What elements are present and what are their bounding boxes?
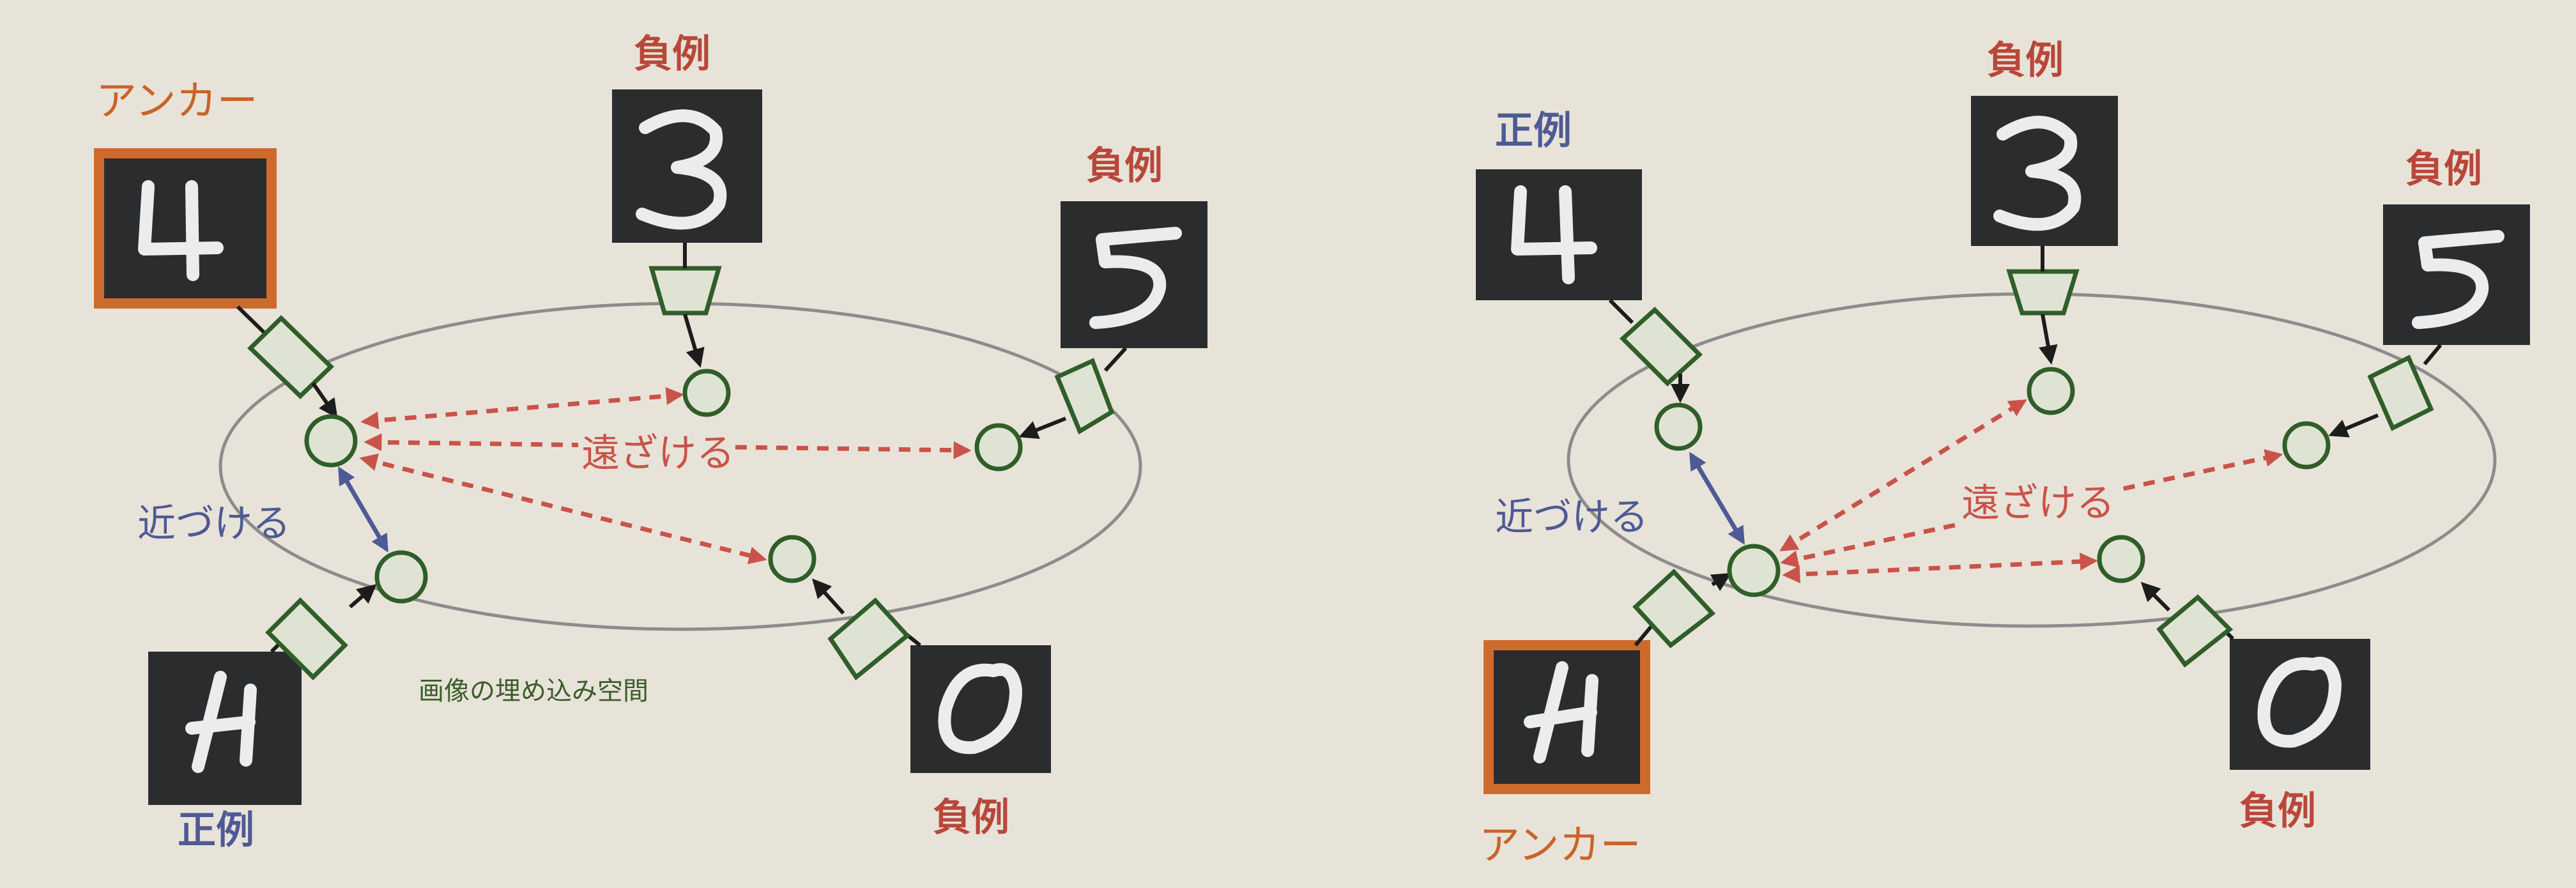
encoder-icon	[648, 266, 722, 316]
sample-negative-0: 負例	[768, 535, 1051, 840]
sample-negative-5: 負例	[974, 144, 1208, 471]
digit-image	[1476, 169, 1642, 300]
positive-embedding-point	[1654, 402, 1703, 451]
input-arrow	[236, 305, 267, 335]
negative-embedding-point	[2097, 535, 2145, 583]
positive-label: 正例	[178, 808, 254, 853]
sample-negative-5: 負例	[2282, 147, 2530, 470]
push-away-label: 遠ざける	[1961, 481, 2115, 526]
negative-label: 負例	[634, 32, 710, 77]
negative-label: 負例	[933, 795, 1009, 840]
encoder-icon	[2367, 355, 2434, 431]
sample-negative-0: 負例	[2097, 535, 2370, 834]
push-label-bg	[578, 422, 735, 476]
digit-5-glyph	[2412, 230, 2504, 329]
sample-positive: 正例	[148, 550, 428, 853]
negative-embedding-point	[2027, 367, 2075, 415]
sample-negative-3: 負例	[612, 32, 762, 417]
encoder-icon	[265, 597, 348, 680]
input-arrow	[1634, 625, 1653, 647]
encoder-icon	[2156, 594, 2234, 668]
anchor-frame	[1483, 640, 1650, 794]
digit-0-glyph	[2257, 657, 2342, 748]
push-away-arrow	[360, 387, 684, 430]
panel-right: 正例 アンカー 負例	[1476, 38, 2530, 869]
encoder-icon	[1054, 358, 1115, 435]
encoder-output-arrow	[1710, 572, 1732, 592]
negative-label: 負例	[2239, 789, 2316, 834]
encoder-output-arrow	[811, 578, 845, 615]
digit-3-glyph	[636, 109, 727, 230]
push-away-label: 遠ざける	[581, 431, 735, 476]
encoder-output-arrow	[683, 314, 705, 368]
encoder-output-arrow	[349, 584, 377, 609]
encoder-icon	[1632, 569, 1716, 648]
negative-embedding-point	[2282, 421, 2331, 470]
encoder-icon	[827, 597, 911, 681]
negative-label: 負例	[1086, 144, 1163, 188]
embedding-space-label: 画像の埋め込み空間	[418, 677, 648, 706]
input-arrow	[2423, 344, 2442, 365]
digit-image	[99, 153, 272, 303]
negative-label: 負例	[1987, 38, 2064, 83]
negative-label: 負例	[2405, 147, 2482, 192]
encoder-output-arrow	[2039, 314, 2058, 365]
anchor-frame	[94, 148, 277, 309]
sample-anchor: アンカー	[1479, 544, 1781, 869]
pull-closer-label: 近づける	[137, 501, 291, 546]
digit-4-glyph	[185, 671, 257, 773]
pull-closer-arrow	[337, 466, 389, 553]
sample-anchor: アンカー	[94, 78, 358, 468]
digit-4-glyph	[1524, 661, 1598, 763]
digit-image	[2383, 204, 2530, 345]
push-label-bg	[1958, 473, 2118, 527]
negative-embedding-point	[768, 535, 816, 583]
anchor-embedding-point	[1727, 544, 1781, 597]
negative-embedding-point	[974, 423, 1023, 471]
negative-embedding-point	[682, 369, 731, 417]
encoder-icon	[1619, 307, 1703, 387]
digit-0-glyph	[938, 663, 1022, 754]
digit-4-glyph	[1511, 185, 1597, 284]
digit-3-glyph	[1993, 116, 2082, 231]
push-away-arrow	[364, 433, 972, 459]
input-arrow	[1608, 298, 1634, 325]
push-away-arrow	[1782, 553, 2098, 583]
panel-left: アンカー 正例 負例 負例	[94, 32, 1208, 853]
sample-positive: 正例	[1476, 109, 1703, 451]
pull-closer-arrow	[1689, 452, 1745, 545]
digit-4-glyph	[138, 180, 224, 281]
positive-label: 正例	[1495, 109, 1572, 153]
encoder-output-arrow	[2328, 413, 2379, 438]
sample-negative-3: 負例	[1971, 38, 2118, 415]
encoder-icon	[247, 315, 335, 399]
anchor-label: アンカー	[1479, 822, 1641, 869]
pull-closer-label: 近づける	[1495, 495, 1648, 540]
encoder-icon	[2006, 269, 2080, 316]
anchor-label: アンカー	[96, 78, 257, 125]
positive-embedding-point	[374, 550, 428, 604]
anchor-embedding-point	[304, 414, 358, 468]
push-away-arrow	[359, 453, 767, 565]
input-arrow	[1103, 346, 1128, 372]
encoder-output-arrow	[2140, 581, 2171, 612]
encoder-output-arrow	[1018, 417, 1067, 440]
digit-5-glyph	[1089, 227, 1182, 329]
digit-image	[1061, 201, 1208, 348]
embedding-space-ellipse	[1567, 292, 2497, 628]
encoder-output-arrow	[311, 382, 338, 418]
